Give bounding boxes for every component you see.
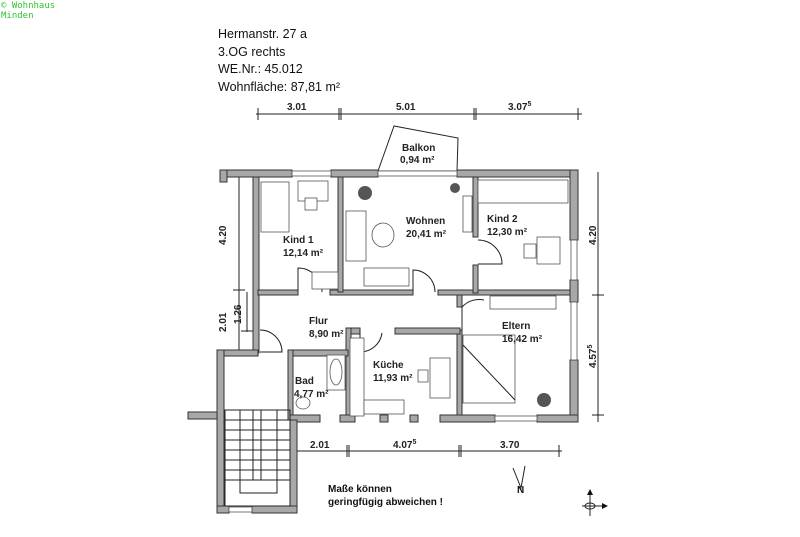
floor: 3.OG rechts (218, 44, 286, 59)
dim-bottom-1: 2.01 (310, 440, 330, 451)
plan-header: Hermanstr. 27 a 3.OG rechts WE.Nr.: 45.0… (218, 26, 340, 96)
copyright-line: © Wohnhaus (1, 1, 56, 11)
north-arrow-icon: N (512, 465, 526, 496)
room-name-balkon: Balkon (402, 143, 435, 154)
room-area-kueche: 11,93 m² (373, 373, 413, 384)
room-area-wohnen: 20,41 m² (406, 229, 447, 240)
dim-left-3: 1.26 (233, 304, 244, 324)
room-name-flur: Flur (309, 316, 328, 327)
room-area-kind2: 12,30 m² (487, 227, 528, 238)
dim-bottom-3: 3.70 (500, 440, 520, 451)
dim-right-1: 4.20 (588, 225, 599, 245)
room-area-eltern: 16,42 m² (502, 334, 543, 345)
dim-left-2: 2.01 (218, 312, 229, 332)
living-area: Wohnfläche: 87,81 m² (218, 79, 341, 94)
room-name-kind1: Kind 1 (283, 235, 314, 246)
windows (228, 170, 578, 513)
dim-left-1: 4.20 (218, 225, 229, 245)
top-dimension: 3.01 5.01 3.075 (256, 101, 582, 120)
unit-number: WE.Nr.: 45.012 (218, 62, 303, 76)
room-labels: Balkon 0,94 m² Kind 1 12,14 m² Wohnen 20… (283, 143, 543, 400)
staircase (224, 409, 291, 507)
room-name-bad: Bad (295, 376, 314, 387)
furniture (260, 179, 569, 417)
dim-bottom-2: 4.075 (393, 439, 416, 451)
bottom-dimension: 2.01 4.075 3.70 (294, 439, 562, 457)
note-line1: Maße können (328, 484, 392, 495)
room-area-bad: 4,77 m² (294, 389, 329, 400)
note-line2: geringfügig abweichen ! (328, 497, 443, 508)
room-name-kind2: Kind 2 (487, 214, 518, 225)
dim-top-2: 5.01 (396, 102, 416, 113)
axis-cross-icon (582, 489, 608, 516)
right-dimension: 4.20 4.575 (587, 172, 604, 422)
dim-top-1: 3.01 (287, 102, 307, 113)
copyright-line: Minden (1, 11, 34, 21)
svg-text:N: N (517, 485, 524, 496)
dim-right-2: 4.575 (587, 345, 599, 368)
room-area-kind1: 12,14 m² (283, 248, 324, 259)
dim-top-3: 3.075 (508, 101, 531, 113)
left-dimension: 4.20 2.01 1.26 (218, 177, 253, 355)
room-name-kueche: Küche (373, 360, 404, 371)
address: Hermanstr. 27 a (218, 27, 307, 41)
room-name-wohnen: Wohnen (406, 216, 445, 227)
room-area-flur: 8,90 m² (309, 329, 344, 340)
room-area-balkon: 0,94 m² (400, 155, 435, 166)
room-name-eltern: Eltern (502, 321, 530, 332)
